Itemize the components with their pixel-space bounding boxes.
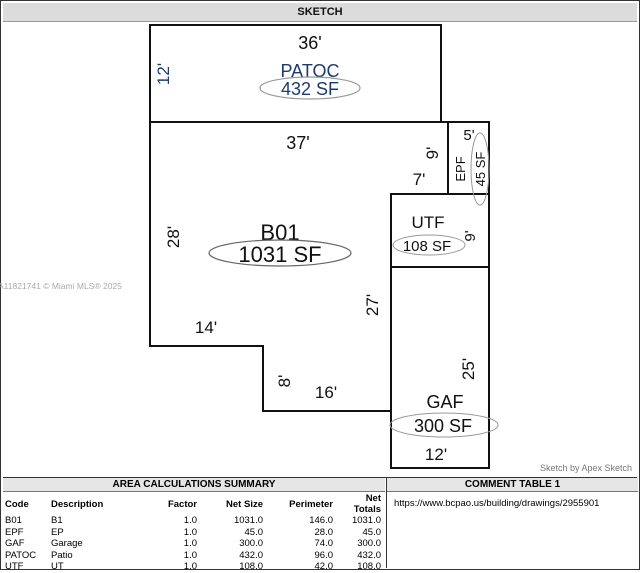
- column-header: Description: [51, 498, 104, 510]
- cell-code: PATOC: [5, 549, 37, 561]
- floor-sketch: 36' 12' PATOC 432 SF 37' 9' 7' 28' B01 1…: [149, 24, 499, 469]
- comment-table-panel: COMMENT TABLE 1 https://www.bcpao.us/bui…: [386, 478, 638, 568]
- sketch-title: SKETCH: [3, 3, 637, 22]
- cell-code: B01: [5, 515, 22, 527]
- divider: [3, 477, 637, 478]
- cell-net-totals: 300.0: [357, 538, 381, 550]
- column-header: Code: [5, 498, 29, 510]
- column-header: Factor: [167, 498, 197, 510]
- area-calculations-title: AREA CALCULATIONS SUMMARY: [3, 478, 385, 492]
- cell-factor: 1.0: [183, 526, 197, 538]
- gaf-label: GAF: [426, 392, 463, 412]
- cell-perimeter: 28.0: [314, 526, 334, 538]
- column-header: Net Size: [226, 498, 263, 510]
- table-row: PATOC Patio 1.0 432.0 96.0 432.0: [3, 550, 383, 562]
- cell-code: UTF: [5, 561, 24, 573]
- b01-area: 1031 SF: [238, 242, 321, 267]
- dim-b01-step-vertical: 8': [275, 375, 294, 388]
- cell-code: EPF: [5, 526, 24, 538]
- cell-net-size: 108.0: [239, 561, 263, 573]
- table-row: UTF UT 1.0 108.0 42.0 108.0: [3, 561, 383, 573]
- cell-net-totals: 432.0: [357, 549, 381, 561]
- dim-b01-right: 27': [363, 294, 382, 316]
- dim-b01-left: 28': [164, 226, 183, 248]
- b01-area-ellipse: [208, 239, 352, 267]
- epf-label: EPF: [453, 156, 468, 181]
- cell-description: EP: [51, 526, 64, 538]
- dim-b01-bottom: 16': [315, 383, 337, 402]
- dim-b01-top: 37': [286, 133, 309, 153]
- gaf-area: 300 SF: [414, 416, 472, 436]
- cell-perimeter: 42.0: [314, 561, 334, 573]
- dim-patoc-top: 36': [298, 33, 321, 53]
- patoc-area-ellipse: [259, 76, 361, 100]
- cell-description: Garage: [51, 538, 83, 550]
- comment-link[interactable]: https://www.bcpao.us/building/drawings/2…: [394, 498, 600, 509]
- dim-patoc-left: 12': [154, 63, 173, 85]
- area-calculations-panel: AREA CALCULATIONS SUMMARY Code Descripti…: [3, 478, 385, 572]
- cell-net-size: 1031.0: [233, 515, 263, 527]
- cell-code: GAF: [5, 538, 25, 550]
- cell-net-totals: 108.0: [357, 561, 381, 573]
- area-calculations-table: Code Description Factor Net Size Perimet…: [3, 493, 383, 573]
- cell-factor: 1.0: [183, 515, 197, 527]
- table-header-row: Code Description Factor Net Size Perimet…: [3, 493, 383, 515]
- dim-gaf-right: 25': [459, 358, 478, 380]
- cell-description: Patio: [51, 549, 73, 561]
- cell-perimeter: 146.0: [309, 515, 333, 527]
- cell-factor: 1.0: [183, 561, 197, 573]
- column-header: Net Totals: [353, 493, 381, 515]
- epf-area-ellipse: [470, 132, 490, 206]
- table-row: EPF EP 1.0 45.0 28.0 45.0: [3, 527, 383, 539]
- cell-net-size: 432.0: [239, 549, 263, 561]
- table-row: GAF Garage 1.0 300.0 74.0 300.0: [3, 538, 383, 550]
- utf-area: 108 SF: [403, 238, 451, 255]
- patoc-label: PATOC: [280, 61, 339, 81]
- dim-b01-notch-vertical: 9': [423, 147, 442, 160]
- utf-label: UTF: [411, 213, 444, 232]
- cell-perimeter: 96.0: [314, 549, 334, 561]
- utf-area-ellipse: [392, 234, 466, 256]
- comment-table-title: COMMENT TABLE 1: [387, 478, 638, 492]
- dim-b01-step-horizontal: 14': [195, 318, 217, 337]
- cell-net-totals: 45.0: [362, 526, 382, 538]
- b01-label: B01: [260, 220, 299, 245]
- epf-area: 45 SF: [473, 152, 488, 187]
- dim-utf-right: 9': [462, 230, 479, 241]
- cell-net-size: 300.0: [239, 538, 263, 550]
- cell-description: UT: [51, 561, 64, 573]
- mls-watermark: A11821741 © Miami MLS® 2025: [0, 281, 122, 291]
- patoc-area: 432 SF: [281, 79, 339, 99]
- cell-factor: 1.0: [183, 538, 197, 550]
- table-row: B01 B1 1.0 1031.0 146.0 1031.0: [3, 515, 383, 527]
- gaf-area-ellipse: [389, 412, 499, 438]
- cell-net-size: 45.0: [244, 526, 264, 538]
- cell-description: B1: [51, 515, 63, 527]
- apex-credit: Sketch by Apex Sketch: [539, 463, 632, 473]
- dim-epf-top: 5': [463, 127, 474, 144]
- gaf-outline: [390, 266, 490, 469]
- dim-b01-notch-horizontal: 7': [413, 170, 426, 189]
- dim-gaf-bottom: 12': [425, 445, 447, 464]
- column-header: Perimeter: [289, 498, 333, 510]
- cell-net-totals: 1031.0: [351, 515, 381, 527]
- cell-perimeter: 74.0: [314, 538, 334, 550]
- cell-factor: 1.0: [183, 549, 197, 561]
